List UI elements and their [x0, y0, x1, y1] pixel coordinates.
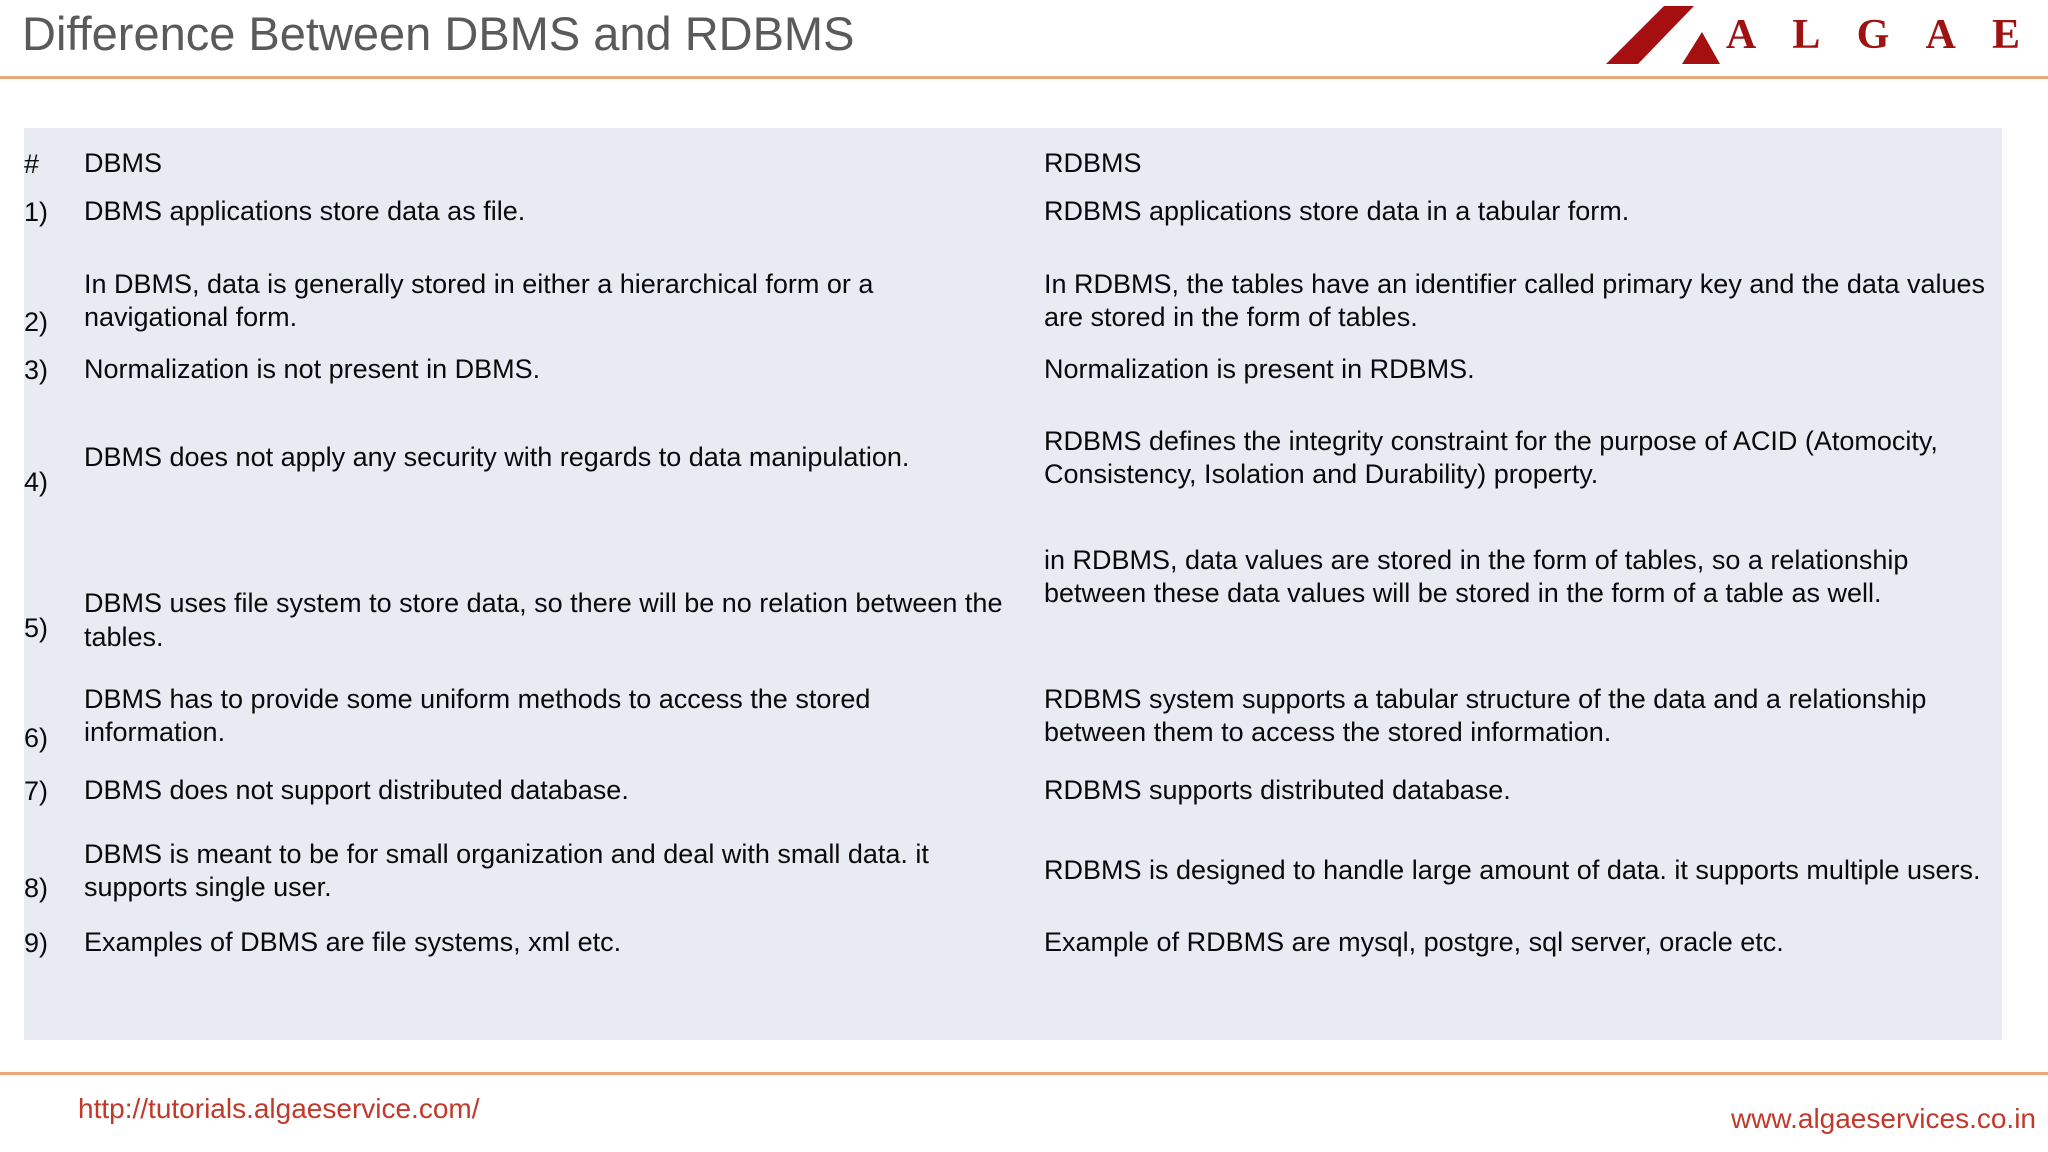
row-rdbms-cell: RDBMS system supports a tabular structur… [1044, 683, 1927, 747]
row-number: 1) [24, 196, 49, 227]
table-header-row: # DBMS RDBMS [24, 128, 2002, 186]
row-dbms-cell: DBMS does not apply any security with re… [84, 442, 910, 473]
row-number: 2) [24, 307, 49, 337]
page-title: Difference Between DBMS and RDBMS [22, 7, 855, 60]
row-rdbms-cell: RDBMS is designed to handle large amount… [1044, 855, 1981, 886]
column-header-number: # [24, 148, 40, 179]
table-row: 4) DBMS does not apply any security with… [24, 398, 2002, 504]
header-divider [0, 76, 2048, 79]
row-rdbms-cell: in RDBMS, data values are stored in the … [1044, 545, 1909, 609]
row-rdbms-cell: RDBMS supports distributed database. [1044, 775, 1511, 806]
algae-logo: A L G A E [1598, 4, 2034, 66]
column-header-dbms: DBMS [84, 148, 163, 179]
row-dbms-cell: Examples of DBMS are file systems, xml e… [84, 927, 622, 958]
row-rdbms-cell: In RDBMS, the tables have an identifier … [1044, 268, 1986, 332]
table-row: 3) Normalization is not present in DBMS.… [24, 342, 2002, 398]
row-dbms-cell: DBMS does not support distributed databa… [84, 775, 629, 806]
row-rdbms-cell: Example of RDBMS are mysql, postgre, sql… [1044, 927, 1784, 958]
table-row: 6) DBMS has to provide some uniform meth… [24, 668, 2002, 764]
row-number: 8) [24, 873, 49, 903]
comparison-table: # DBMS RDBMS 1) DBMS applications store … [24, 128, 2002, 1040]
row-rdbms-cell: RDBMS applications store data in a tabul… [1044, 196, 1630, 227]
table-row: 8) DBMS is meant to be for small organiz… [24, 818, 2002, 916]
row-dbms-cell: DBMS applications store data as file. [84, 196, 526, 227]
page-header: Difference Between DBMS and RDBMS A L G … [0, 0, 2048, 78]
row-dbms-cell: In DBMS, data is generally stored in eit… [84, 268, 874, 332]
row-rdbms-cell: RDBMS defines the integrity constraint f… [1044, 425, 1938, 489]
row-number: 3) [24, 354, 49, 385]
row-dbms-cell: DBMS is meant to be for small organizati… [84, 838, 929, 902]
footer-website-link[interactable]: www.algaeservices.co.in [1730, 1103, 2036, 1134]
row-number: 6) [24, 723, 49, 753]
algae-wordmark: A L G A E [1725, 12, 2034, 58]
table-row: 1) DBMS applications store data as file.… [24, 186, 2002, 238]
row-rdbms-cell: Normalization is present in RDBMS. [1044, 354, 1475, 385]
table-row: 2) In DBMS, data is generally stored in … [24, 238, 2002, 342]
row-dbms-cell: Normalization is not present in DBMS. [84, 354, 541, 385]
footer-divider [0, 1072, 2048, 1075]
row-dbms-cell: DBMS uses file system to store data, so … [84, 588, 1003, 652]
algae-slash-mark-icon [1598, 6, 1720, 64]
footer-tutorials-link[interactable]: http://tutorials.algaeservice.com/ [78, 1093, 480, 1124]
row-dbms-cell: DBMS has to provide some uniform methods… [84, 683, 871, 747]
column-header-rdbms: RDBMS [1044, 148, 1142, 179]
table-row: 7) DBMS does not support distributed dat… [24, 764, 2002, 818]
row-number: 5) [24, 613, 49, 643]
row-number: 7) [24, 775, 49, 806]
table-row: 5) DBMS uses file system to store data, … [24, 504, 2002, 668]
row-number: 9) [24, 927, 49, 958]
table-row: 9) Examples of DBMS are file systems, xm… [24, 916, 2002, 970]
row-number: 4) [24, 467, 49, 497]
